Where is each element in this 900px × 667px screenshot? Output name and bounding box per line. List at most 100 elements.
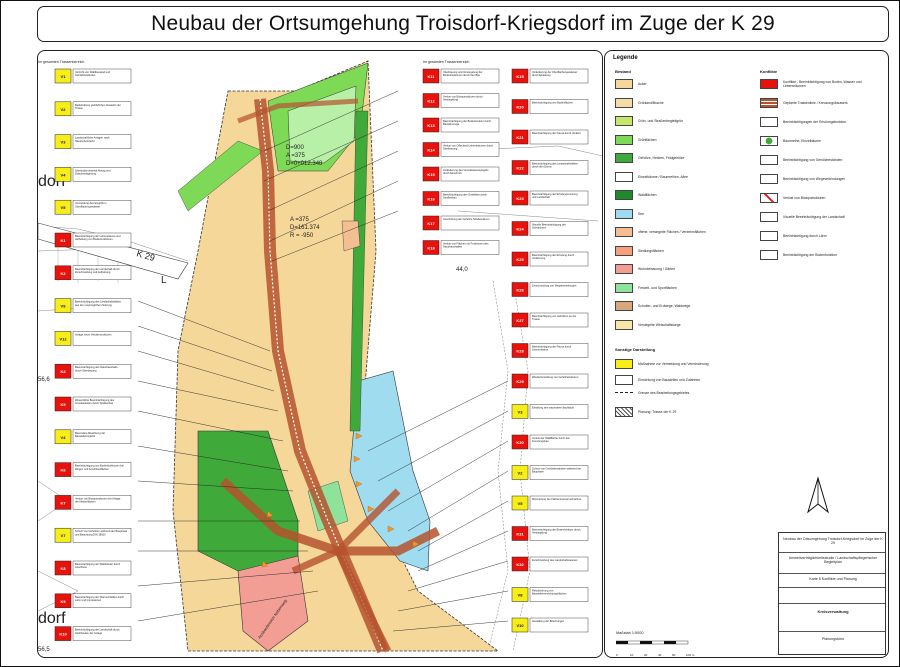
mid-box-code-3: K13 — [427, 123, 435, 128]
right-box-marker-16 — [511, 526, 529, 541]
legend-bestand-item-5: Gehölze, Hecken, Feldgehölze — [615, 153, 684, 163]
right-box-code-13: K30 — [516, 440, 524, 445]
mid-box-textbox-7 — [440, 215, 500, 231]
curve-upper-3: D=0+012.348 — [286, 161, 323, 167]
left-box-marker-16 — [54, 560, 72, 576]
title-block-subtitle: Umweltverträglichkeitsstudie / Landschaf… — [788, 556, 878, 564]
map-canvas[interactable]: D=900 A =375 D=0+012.348 A =375 D=161.37… — [38, 51, 603, 658]
legend-swatch-4 — [615, 134, 633, 145]
left-box-code-5: V5 — [61, 205, 67, 210]
mid-box-textbox-8 — [440, 240, 500, 255]
right-box-text-8: Zerschneidung von Wegebeziehungen — [532, 284, 577, 288]
legend-konflikt-item-10: Beeinträchtigung der Bodenfunktion — [760, 250, 878, 260]
right-box-marker-5 — [511, 190, 529, 206]
left-box-textbox-2 — [72, 101, 132, 116]
right-box-textbox-7 — [529, 251, 589, 267]
right-box-code-6: K24 — [516, 227, 524, 232]
legend-bestand-item-4: Grünflächen — [615, 134, 656, 145]
map-panel[interactable]: D=900 A =375 D=0+012.348 A =375 D=161.37… — [37, 50, 603, 658]
map-letter-l: L — [161, 275, 167, 286]
right-box-textbox-1 — [529, 68, 589, 84]
legend-swatch-8 — [615, 208, 633, 219]
left-box-code-8: V9 — [61, 304, 67, 309]
scale-tick-4: 40 — [658, 653, 662, 657]
right-box-marker-8 — [511, 282, 529, 297]
scale-graphic — [615, 640, 689, 645]
scale-tick-1: 0 — [616, 653, 618, 657]
legend-swatch-3 — [615, 116, 633, 126]
mid-box-marker-1 — [422, 68, 440, 84]
legend-sonstige-label-4: Planung: Trasse der K 29 — [638, 410, 677, 414]
right-box-textbox-13 — [529, 434, 589, 450]
right-box-code-11: K29 — [516, 379, 524, 384]
planned-route — [219, 98, 441, 654]
right-box-text-2: Beeinträchtigung von Bodenflächen — [532, 101, 574, 105]
left-box-marker-12 — [54, 429, 72, 445]
legend-sonstige-label-2: Einrichtung von Baustellen und Zufahrten — [638, 378, 701, 382]
legend-sonstige-swatch-1 — [615, 359, 633, 369]
legend-section-sonstige: Sonstige Darstellung — [615, 347, 656, 352]
right-box-text-16: Beeinträchtigung der Bodenfunktion durch… — [532, 528, 581, 535]
mid-box-textbox-4 — [440, 142, 500, 157]
scale-label: Maßstab 1:5000 — [616, 631, 644, 635]
legend-bestand-item-12: Freizeit- und Sportflächen — [615, 282, 677, 293]
